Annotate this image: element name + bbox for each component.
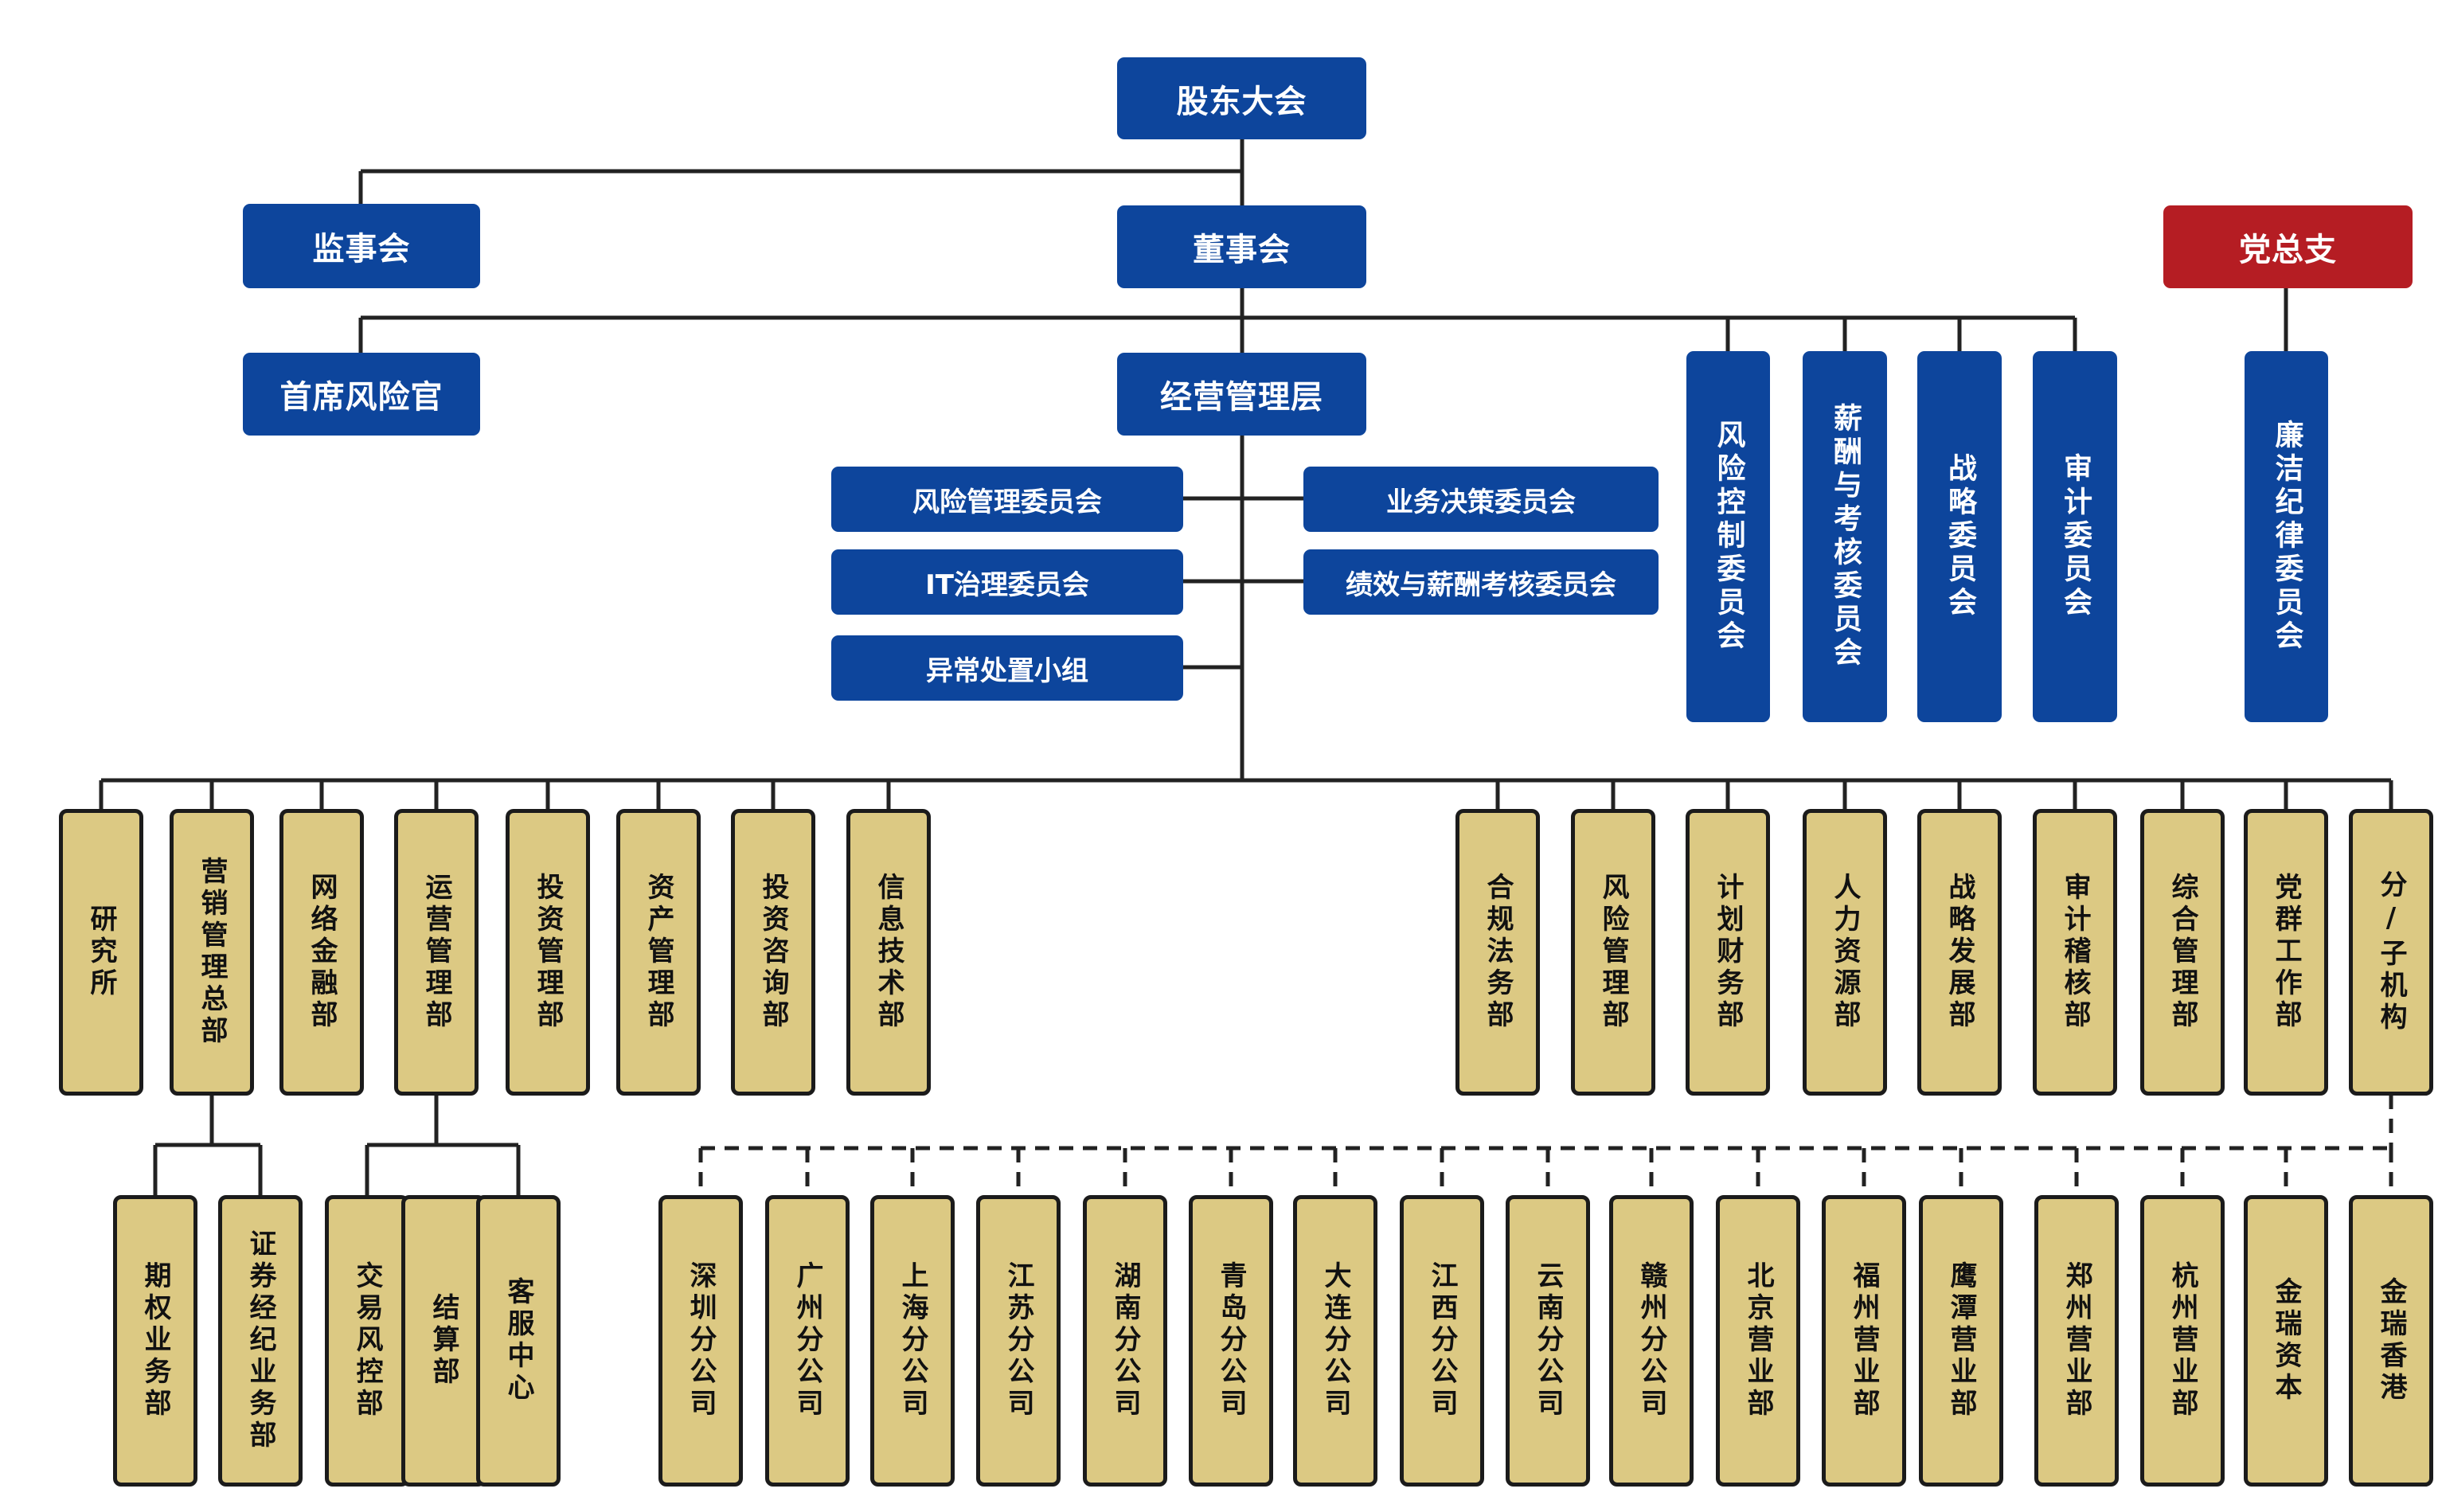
node-dept-subsidiaries[interactable]: 分/子机构 <box>2349 809 2433 1096</box>
node-dept-strategy[interactable]: 战略发展部 <box>1917 809 2002 1096</box>
node-jinrui-hongkong[interactable]: 金瑞香港 <box>2349 1195 2433 1487</box>
node-risk-mgmt-committee[interactable]: 风险管理委员会 <box>831 467 1183 532</box>
node-risk-control-committee[interactable]: 风险控制委员会 <box>1686 351 1770 722</box>
node-cro[interactable]: 首席风险官 <box>243 353 480 436</box>
node-brokerage-business[interactable]: 证券经纪业务部 <box>218 1195 303 1487</box>
node-management[interactable]: 经营管理层 <box>1117 353 1366 436</box>
node-it-governance-committee[interactable]: IT治理委员会 <box>831 549 1183 615</box>
node-branch-shanghai[interactable]: 上海分公司 <box>870 1195 955 1487</box>
node-branch-qingdao[interactable]: 青岛分公司 <box>1189 1195 1273 1487</box>
node-supervisors[interactable]: 监事会 <box>243 204 480 288</box>
node-jinrui-capital[interactable]: 金瑞资本 <box>2244 1195 2328 1487</box>
node-branch-jiangsu[interactable]: 江苏分公司 <box>976 1195 1061 1487</box>
node-business-decision-committee[interactable]: 业务决策委员会 <box>1303 467 1659 532</box>
node-branch-dalian[interactable]: 大连分公司 <box>1293 1195 1377 1487</box>
node-options-business[interactable]: 期权业务部 <box>113 1195 197 1487</box>
node-branch-fuzhou[interactable]: 福州营业部 <box>1822 1195 1906 1487</box>
node-branch-hunan[interactable]: 湖南分公司 <box>1083 1195 1167 1487</box>
node-branch-beijing[interactable]: 北京营业部 <box>1716 1195 1800 1487</box>
node-settlement[interactable]: 结算部 <box>401 1195 486 1487</box>
node-dept-online-finance[interactable]: 网络金融部 <box>279 809 364 1096</box>
node-dept-audit[interactable]: 审计稽核部 <box>2033 809 2117 1096</box>
node-shareholders[interactable]: 股东大会 <box>1117 57 1366 139</box>
node-audit-committee[interactable]: 审计委员会 <box>2033 351 2117 722</box>
node-dept-general-mgmt[interactable]: 综合管理部 <box>2140 809 2225 1096</box>
node-branch-ganzhou[interactable]: 赣州分公司 <box>1609 1195 1694 1487</box>
node-remuneration-committee[interactable]: 薪酬与考核委员会 <box>1803 351 1887 722</box>
node-branch-jiangxi[interactable]: 江西分公司 <box>1400 1195 1484 1487</box>
node-customer-service[interactable]: 客服中心 <box>476 1195 561 1487</box>
node-trading-risk-control[interactable]: 交易风控部 <box>325 1195 409 1487</box>
node-dept-compliance[interactable]: 合规法务部 <box>1455 809 1540 1096</box>
node-performance-committee[interactable]: 绩效与薪酬考核委员会 <box>1303 549 1659 615</box>
node-dept-risk-mgmt[interactable]: 风险管理部 <box>1571 809 1655 1096</box>
node-dept-investment-mgmt[interactable]: 投资管理部 <box>506 809 590 1096</box>
node-party-branch[interactable]: 党总支 <box>2163 205 2413 288</box>
node-dept-finance[interactable]: 计划财务部 <box>1686 809 1770 1096</box>
node-branch-yunnan[interactable]: 云南分公司 <box>1506 1195 1590 1487</box>
node-dept-party-work[interactable]: 党群工作部 <box>2244 809 2328 1096</box>
node-dept-marketing[interactable]: 营销管理总部 <box>170 809 254 1096</box>
node-dept-investment-advisory[interactable]: 投资咨询部 <box>731 809 815 1096</box>
node-branch-guangzhou[interactable]: 广州分公司 <box>765 1195 850 1487</box>
node-dept-research[interactable]: 研究所 <box>59 809 143 1096</box>
node-dept-operations[interactable]: 运营管理部 <box>394 809 479 1096</box>
node-dept-asset-mgmt[interactable]: 资产管理部 <box>616 809 701 1096</box>
node-strategy-committee[interactable]: 战略委员会 <box>1917 351 2002 722</box>
node-board[interactable]: 董事会 <box>1117 205 1366 288</box>
node-discipline-committee[interactable]: 廉洁纪律委员会 <box>2245 351 2328 722</box>
node-branch-yingtan[interactable]: 鹰潭营业部 <box>1919 1195 2003 1487</box>
node-branch-hangzhou[interactable]: 杭州营业部 <box>2140 1195 2225 1487</box>
node-exception-group[interactable]: 异常处置小组 <box>831 635 1183 701</box>
node-dept-it[interactable]: 信息技术部 <box>846 809 931 1096</box>
node-branch-shenzhen[interactable]: 深圳分公司 <box>658 1195 743 1487</box>
node-dept-hr[interactable]: 人力资源部 <box>1803 809 1887 1096</box>
node-branch-zhengzhou[interactable]: 郑州营业部 <box>2034 1195 2119 1487</box>
